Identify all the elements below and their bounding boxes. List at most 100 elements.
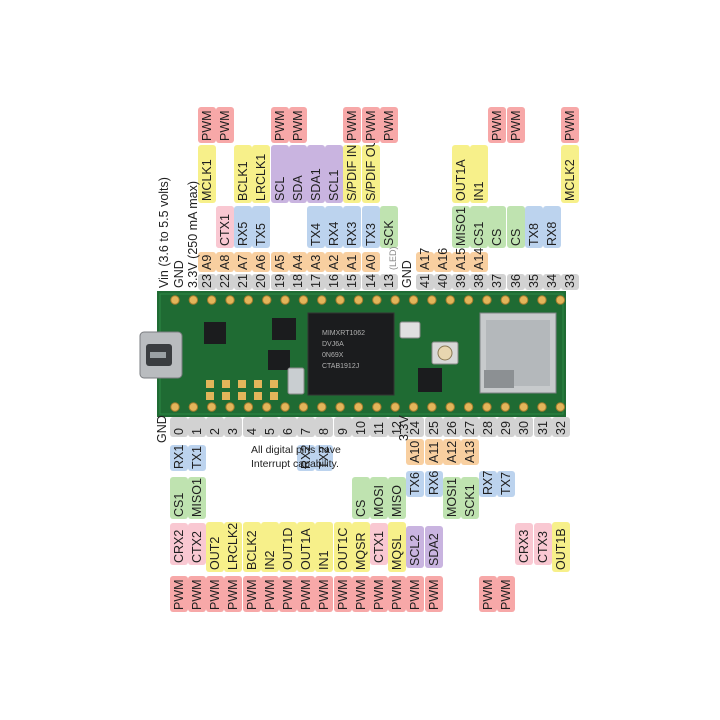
edge-pad — [207, 402, 217, 412]
bottom-pin-9: 9 — [334, 417, 352, 437]
bottom-pwm-6: PWM — [279, 576, 297, 612]
main-chip — [307, 312, 395, 396]
top-pin-13: 13 — [380, 274, 398, 290]
top-analog-a15: A15 — [452, 247, 470, 272]
top-analog-a2: A2 — [325, 252, 343, 272]
bottom-pin-2: 2 — [206, 417, 224, 437]
edge-pad — [463, 295, 474, 305]
top-pin-41: 41 — [416, 274, 434, 290]
bottom-pin-0: 0 — [170, 417, 188, 437]
bottom-spi-miso: MISO — [388, 477, 406, 519]
bottom-pwm-5: PWM — [261, 576, 279, 612]
interrupt-note: All digital pins have Interrupt capabili… — [251, 443, 341, 471]
top-pin-22: 22 — [216, 274, 234, 290]
top-func2-sda1: SDA1 — [307, 145, 325, 203]
edge-pad — [518, 402, 529, 412]
bottom-can-crx3: CRX3 — [515, 523, 533, 565]
inner-pad — [270, 380, 278, 388]
top-func-rx8: RX8 — [543, 206, 561, 248]
bottom-spi-cs: CS — [352, 477, 370, 519]
bottom-pwm-10: PWM — [352, 576, 370, 612]
inner-pad — [222, 380, 230, 388]
bottom-audio-mqsr: MQSR — [352, 522, 370, 572]
edge-pad — [335, 295, 345, 305]
top-pwm-23: PWM — [198, 107, 216, 143]
bottom-serial-rx6: RX6 — [425, 470, 443, 497]
top-func2-scl1: SCL1 — [325, 145, 343, 203]
edge-pad — [482, 402, 492, 412]
bottom-pwm-1: PWM — [188, 576, 206, 612]
inner-pad — [254, 380, 262, 388]
top-func2-in1: IN1 — [470, 145, 488, 203]
bottom-pin-10: 10 — [352, 417, 370, 437]
top-analog-a0: A0 — [362, 252, 380, 272]
edge-pad — [207, 295, 217, 305]
top-analog-a17: A17 — [416, 247, 434, 272]
inner-header-pads — [206, 380, 278, 400]
edge-pad — [537, 402, 547, 412]
edge-pad — [445, 402, 455, 412]
top-analog-a7: A7 — [234, 252, 252, 272]
top-func-ctx1: CTX1 — [216, 206, 234, 248]
chip-text-2: DVJ6A — [322, 341, 344, 348]
bottom-pin-25: 25 — [425, 417, 443, 437]
crystal-2 — [399, 321, 421, 339]
small-chip-3 — [418, 368, 442, 392]
top-pin-15: 15 — [343, 274, 361, 290]
edge-pad — [372, 295, 382, 305]
inner-pad — [270, 392, 278, 400]
bottom-audio-out1b: OUT1B — [552, 522, 570, 572]
chip-text-4: CTAB1912J — [322, 363, 359, 370]
bottom-can-ctx3: CTX3 — [534, 523, 552, 565]
small-chip-1 — [204, 322, 226, 344]
bottom-audio-out1d: OUT1D — [279, 522, 297, 572]
top-pin-17: 17 — [307, 274, 325, 290]
edge-pad — [335, 402, 345, 412]
bottom-can-crx2: CRX2 — [170, 523, 188, 565]
bottom-pin-26: 26 — [443, 417, 461, 437]
bottom-pin-6: 6 — [279, 417, 297, 437]
edge-pad — [280, 295, 290, 305]
bottom-pin-27: 27 — [461, 417, 479, 437]
bottom-audio-lrclk2: LRCLK2 — [224, 522, 242, 572]
edge-pad — [280, 402, 290, 412]
top-analog-a16: A16 — [434, 247, 452, 272]
edge-pad — [500, 295, 510, 305]
top-analog-a5: A5 — [271, 252, 289, 272]
inner-pad — [238, 392, 246, 400]
bottom-pin-4: 4 — [243, 417, 261, 437]
bottom-serial-tx7: TX7 — [497, 471, 515, 497]
bottom-pwm-2: PWM — [206, 576, 224, 612]
top-pin-20: 20 — [252, 274, 270, 290]
top-func-cs: CS — [488, 206, 506, 248]
top-pin-19: 19 — [271, 274, 289, 290]
bottom-audio-out1c: OUT1C — [334, 522, 352, 572]
top-pwm-33: PWM — [561, 107, 579, 143]
bottom-pin-7: 7 — [297, 417, 315, 437]
bottom-audio-in1: IN1 — [315, 522, 333, 572]
bottom-spi-mosi1: MOSI1 — [443, 477, 461, 519]
bottom-pwm-7: PWM — [297, 576, 315, 612]
top-func2-out1a: OUT1A — [452, 145, 470, 203]
bottom-pin-29: 29 — [497, 417, 515, 437]
edge-pad — [463, 402, 474, 412]
edge-pad — [298, 402, 309, 412]
bottom-analog-a12: A12 — [443, 439, 461, 465]
bottom-audio-mqsl: MQSL — [388, 522, 406, 572]
inner-pad — [222, 392, 230, 400]
edge-pad — [390, 295, 400, 305]
bottom-pwm-29: PWM — [497, 576, 515, 612]
bottom-pin-3: 3 — [224, 417, 242, 437]
top-pwm-36: PWM — [507, 107, 525, 143]
top-analog-a6: A6 — [252, 252, 270, 272]
top-pin-35: 35 — [525, 274, 543, 290]
edge-pad — [225, 402, 235, 412]
edge-pad — [408, 295, 419, 305]
bottom-pwm-9: PWM — [334, 576, 352, 612]
chip-text-3: 0N69X — [322, 352, 344, 359]
bottom-pin-32: 32 — [552, 417, 570, 437]
top-func2-bclk1: BCLK1 — [234, 145, 252, 203]
bottom-pin-30: 30 — [515, 417, 533, 437]
note-line-1: All digital pins have — [251, 444, 341, 456]
